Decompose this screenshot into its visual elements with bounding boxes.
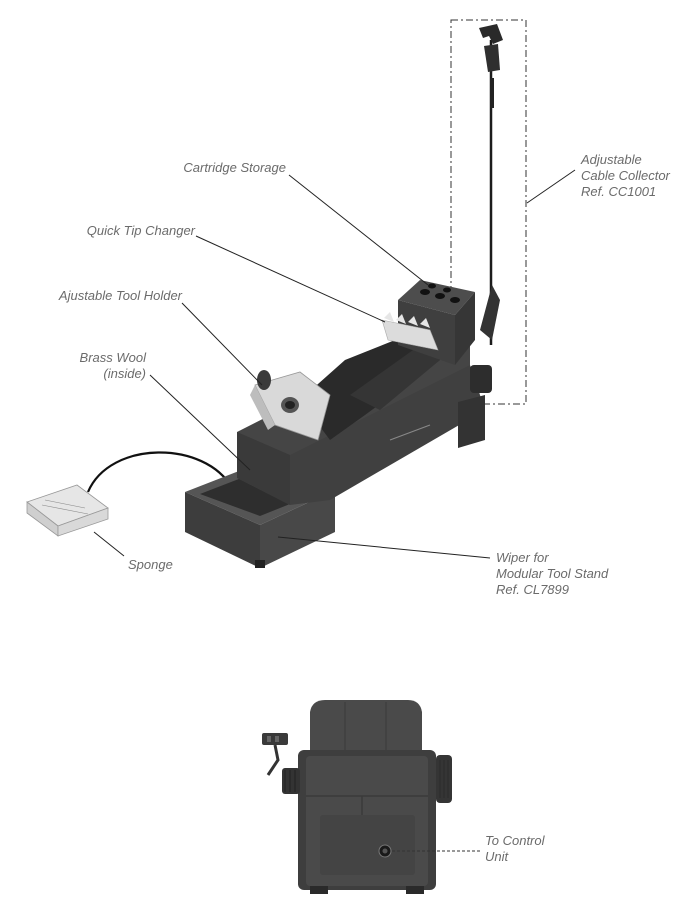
label-sponge: Sponge xyxy=(128,557,173,572)
leader-sponge xyxy=(93,531,125,557)
stand-body xyxy=(237,330,485,505)
label-wiper-line1: Wiper for xyxy=(496,550,549,565)
label-brass-wool: Brass Wool (inside) xyxy=(80,350,146,382)
cable-collector-frame xyxy=(450,19,527,405)
label-cartridge-storage: Cartridge Storage xyxy=(183,160,286,175)
sponge-arrow xyxy=(86,451,233,493)
quick-tip-changer-part xyxy=(381,312,439,351)
label-brass-wool-line2: (inside) xyxy=(103,366,146,381)
label-quick-tip-changer: Quick Tip Changer xyxy=(86,223,195,238)
leader-quick-tip-changer xyxy=(195,235,386,323)
label-wiper: Wiper for Modular Tool Stand Ref. CL7899 xyxy=(496,550,608,598)
label-cable-collector-line2: Cable Collector xyxy=(581,168,670,183)
label-control-unit-line2: Unit xyxy=(485,849,509,864)
label-wiper-line2: Modular Tool Stand xyxy=(496,566,609,581)
rear-view-illustration xyxy=(262,700,452,894)
leader-tool-holder xyxy=(181,302,263,386)
leader-cartridge-storage xyxy=(288,174,429,286)
leader-cable-collector xyxy=(526,169,576,204)
sponge-illustration xyxy=(26,484,109,537)
leader-lines xyxy=(93,169,576,559)
label-cable-collector: Adjustable Cable Collector Ref. CC1001 xyxy=(581,152,670,200)
tool-holder-part xyxy=(250,370,331,441)
leader-wiper xyxy=(277,536,491,559)
label-wiper-line3: Ref. CL7899 xyxy=(496,582,569,597)
leader-brass-wool xyxy=(149,374,251,471)
label-brass-wool-line1: Brass Wool xyxy=(79,350,146,365)
label-control-unit-line1: To Control xyxy=(485,833,545,848)
label-tool-holder: Ajustable Tool Holder xyxy=(58,288,182,303)
label-control-unit: To Control Unit xyxy=(485,833,545,865)
cable-collector-part xyxy=(470,24,503,393)
label-cable-collector-line3: Ref. CC1001 xyxy=(581,184,657,199)
label-cable-collector-line1: Adjustable xyxy=(581,152,642,167)
